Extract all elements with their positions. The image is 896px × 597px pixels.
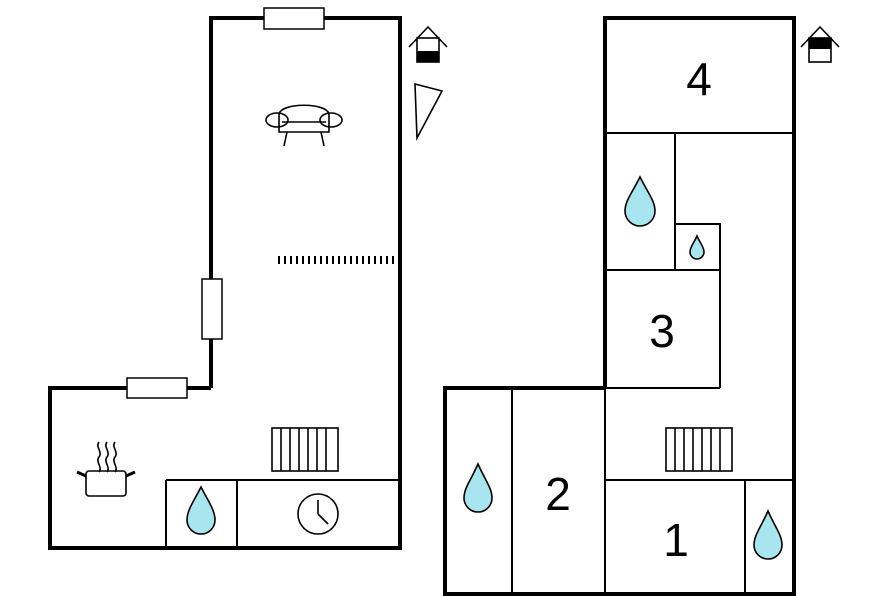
room-number-1: 1 — [663, 514, 689, 566]
water-drop-icon — [753, 509, 783, 560]
radiator-icon — [665, 427, 733, 472]
water-drop-icon — [186, 485, 216, 535]
window — [126, 377, 188, 399]
clock-icon — [297, 493, 339, 535]
radiator-icon — [271, 427, 339, 472]
room-number-2: 2 — [545, 468, 571, 520]
room-number-4: 4 — [686, 53, 712, 105]
cooking-pot-icon — [76, 441, 136, 497]
floor-left — [48, 7, 448, 550]
house-entrance-icon — [800, 25, 840, 63]
window — [263, 7, 325, 30]
water-drop-icon — [624, 175, 656, 227]
water-drop-icon — [463, 462, 493, 513]
stairs-icon — [414, 82, 444, 141]
floor-right: 4 3 2 1 — [443, 16, 840, 596]
water-drop-icon — [689, 233, 705, 260]
sofa-icon — [265, 104, 343, 147]
house-entrance-icon — [408, 25, 448, 63]
outer-wall-right — [443, 16, 796, 596]
room-number-3: 3 — [649, 305, 675, 357]
outer-wall-left — [48, 16, 402, 550]
window — [201, 278, 223, 340]
